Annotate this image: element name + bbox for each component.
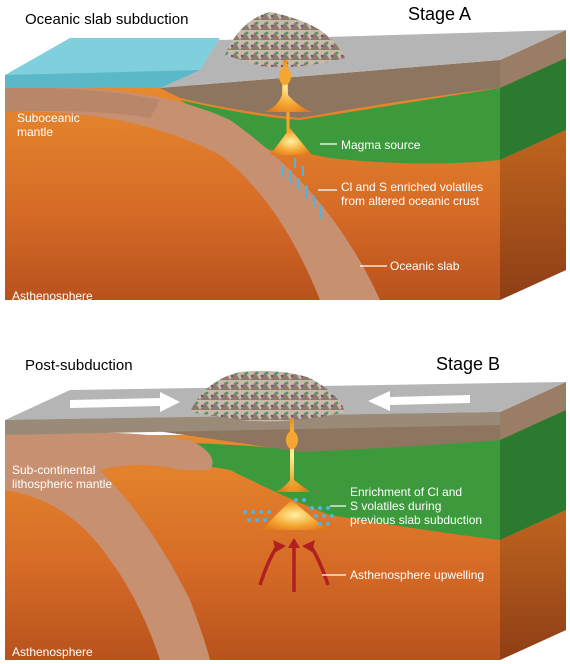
stage-a-block: [5, 12, 566, 300]
stage-b-compression-arrow-left: [70, 392, 180, 412]
stage-a-continental-crust: [160, 60, 500, 118]
stage-b-enrichment-label-3: previous slab subduction: [350, 513, 482, 527]
stage-b-magma-conduit: [276, 418, 310, 492]
stage-a-side-mantle: [500, 58, 566, 160]
stage-a-magma-source: [270, 128, 312, 155]
stage-a-volatiles-label-2: from altered oceanic crust: [341, 194, 480, 208]
stage-b-scl-label-2: lithospheric mantle: [12, 477, 112, 491]
stage-b-asthenosphere-label: Asthenosphere: [12, 645, 93, 659]
stage-b-upwelling-label: Asthenosphere upwelling: [350, 568, 484, 582]
stage-b-mantle: [5, 440, 500, 540]
stage-a-magma-source-label: Magma source: [341, 138, 421, 152]
stage-a-suboceanic-mantle: [5, 87, 160, 118]
stage-b-relic-slab: [5, 432, 213, 660]
stage-a-oceanic-slab-label: Oceanic slab: [390, 259, 460, 273]
stage-a-suboceanic-label-1: Suboceanic: [17, 111, 80, 125]
stage-b-compression-arrow-right: [368, 391, 470, 411]
stage-a-suboceanic-label-2: mantle: [17, 125, 53, 139]
stage-b-side-mantle: [500, 410, 566, 540]
stage-b-enrichment-label-1: Enrichment of Cl and: [350, 485, 462, 499]
stage-b-heading: Post-subduction: [25, 357, 133, 374]
stage-b-volatile-dots: [243, 498, 334, 526]
stage-a-side-asthenosphere: [500, 130, 566, 300]
stage-b-block: [5, 370, 566, 660]
stage-a-volatiles-label-1: Cl and S enriched volatiles: [341, 180, 483, 194]
stage-b-volcano: [190, 370, 345, 422]
stage-a-volatiles: [282, 158, 322, 219]
stage-b-scl-label-1: Sub-continental: [12, 463, 95, 477]
stage-b-magma-source: [262, 500, 328, 530]
stage-a-asthenosphere-label: Asthenosphere: [12, 289, 93, 303]
stage-b-enrichment-label-2: S volatiles during: [350, 499, 441, 513]
stage-a-magma-conduit: [265, 60, 312, 112]
stage-a-title: Stage A: [408, 4, 471, 24]
stage-b-title: Stage B: [436, 354, 500, 374]
stage-b-side-asthenosphere: [500, 510, 566, 660]
stage-a-heading: Oceanic slab subduction: [25, 11, 188, 28]
stage-a-volcano: [225, 12, 345, 67]
